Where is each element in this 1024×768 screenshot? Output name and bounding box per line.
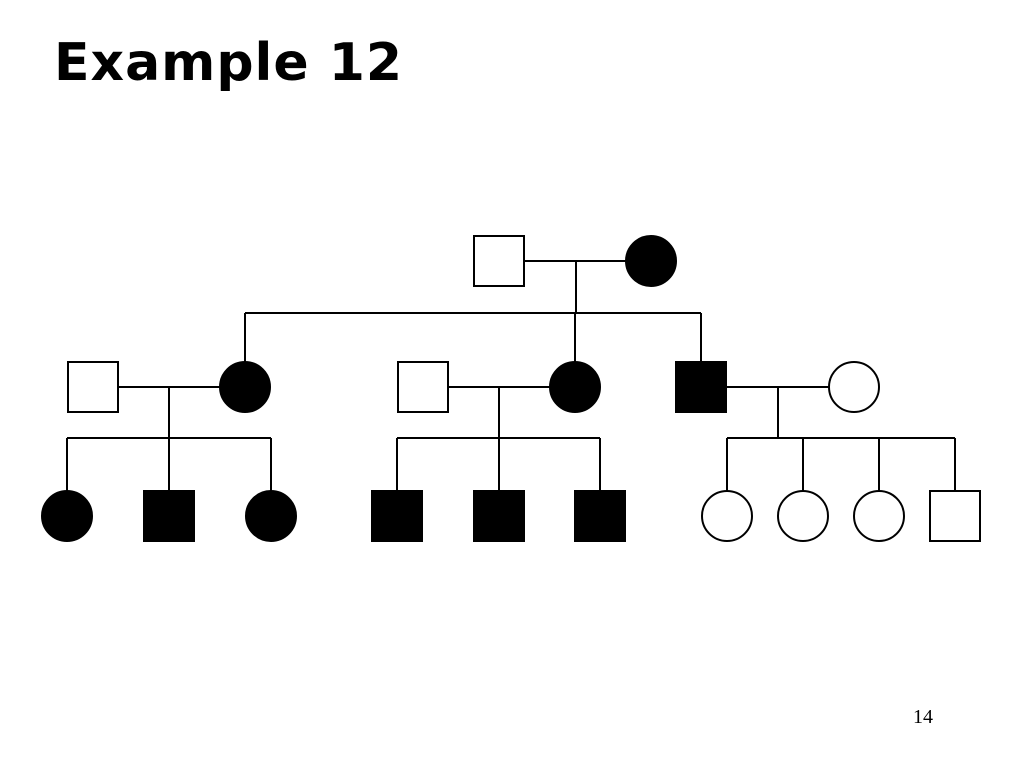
g3-child-2-affected-male-square [143,490,195,542]
g3-child-6-affected-male-square [574,490,626,542]
g2-daughter-1-affected-female-circle [219,361,271,413]
g3-child-1-affected-female-circle [41,490,93,542]
page-number: 14 [913,706,933,728]
g2-spouse-1-unaffected-male-square [67,361,119,413]
g3-child-10-unaffected-male-square [929,490,981,542]
slide-title: Example 12 [54,33,404,93]
pedigree-symbols [41,235,981,542]
g3-child-7-unaffected-female-circle [701,490,753,542]
pedigree-lines [66,260,956,491]
g3-child-3-affected-female-circle [245,490,297,542]
g3-child-4-affected-male-square [371,490,423,542]
g3-child-5-affected-male-square [473,490,525,542]
g2-spouse-3-unaffected-female-circle [828,361,880,413]
g2-daughter-2-affected-female-circle [549,361,601,413]
g3-child-8-unaffected-female-circle [777,490,829,542]
g3-child-9-unaffected-female-circle [853,490,905,542]
g2-spouse-2-unaffected-male-square [397,361,449,413]
g2-son-affected-male-square [675,361,727,413]
g1-father-unaffected-male-square [473,235,525,287]
g1-mother-affected-female-circle [625,235,677,287]
